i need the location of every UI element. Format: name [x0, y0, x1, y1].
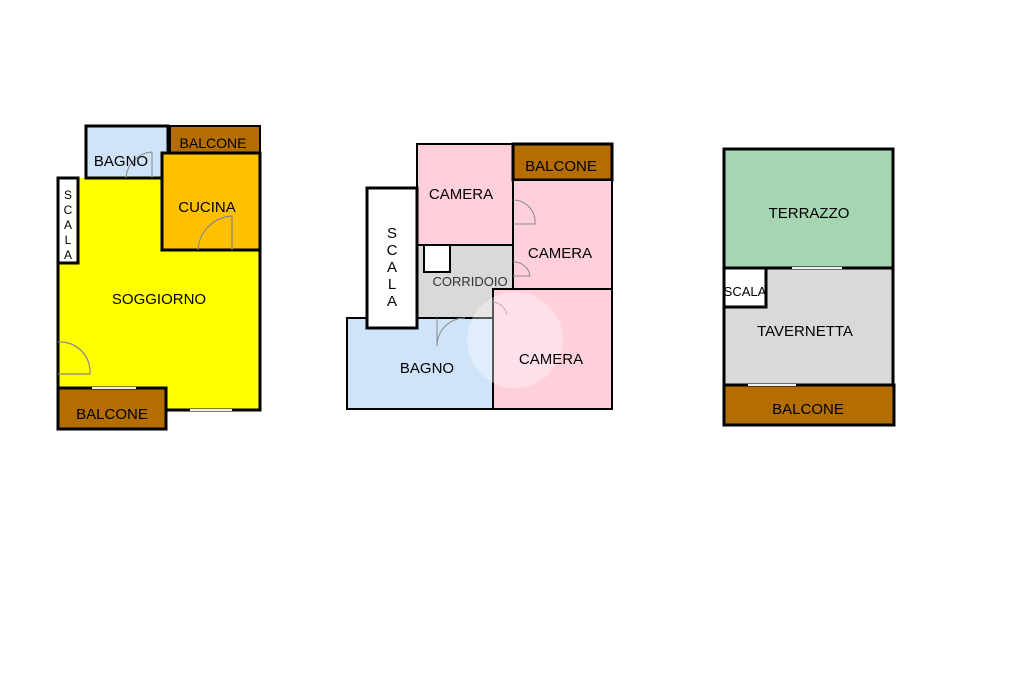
label-scala-2-a2: A [387, 293, 397, 310]
label-scala-2-l: L [388, 276, 396, 293]
room-bagno-1 [84, 124, 170, 180]
room-terrazzo [722, 147, 895, 270]
label-scala-1-s: S [64, 188, 72, 202]
label-scala-1-l: L [65, 233, 72, 247]
door-camera-mid [512, 199, 536, 225]
label-camera-bottom: CAMERA [519, 351, 583, 368]
label-cucina: CUCINA [178, 199, 236, 216]
label-balcone-3: BALCONE [772, 401, 844, 418]
room-corridoio-ext [493, 245, 513, 289]
label-balcone-1-top: BALCONE [180, 135, 247, 151]
label-tavernetta: TAVERNETTA [757, 323, 853, 340]
stair-3 [722, 266, 768, 309]
door-soggiorno [57, 341, 91, 375]
room-bagno-2 [346, 317, 494, 410]
room-soggiorno-ext [166, 250, 260, 410]
label-bagno-2: BAGNO [400, 360, 454, 377]
label-camera-top: CAMERA [429, 186, 493, 203]
watermark-circle [467, 292, 563, 388]
door-bagno-2 [436, 317, 466, 347]
room-balcone-3 [722, 383, 896, 427]
room-camera-mid [512, 179, 613, 290]
floor-1: BAGNO BALCONE CUCINA SOGGIORNO BALCONE S… [56, 124, 262, 431]
floor1-outline [56, 124, 262, 412]
label-scala-1-a2: A [64, 248, 72, 262]
label-bagno-1: BAGNO [94, 153, 148, 170]
label-soggiorno: SOGGIORNO [112, 291, 206, 308]
label-scala-3: SCALA [724, 284, 767, 299]
label-scala-2-a: A [387, 259, 397, 276]
stair-1 [56, 176, 80, 265]
door-cucina [197, 215, 233, 251]
floor2-outline [346, 143, 613, 410]
door-bagno-1 [125, 151, 153, 179]
room-balcone-1-bottom [56, 386, 168, 431]
label-scala-2-c: C [387, 242, 398, 259]
door-corridoio [512, 261, 531, 277]
stair-2-small [423, 244, 451, 273]
door-camera-bottom [492, 301, 508, 316]
room-camera-bottom [492, 288, 613, 410]
label-balcone-2: BALCONE [525, 158, 597, 175]
label-scala-2-s: S [387, 225, 397, 242]
label-balcone-1-bottom: BALCONE [76, 406, 148, 423]
floor-3: TERRAZZO SCALA TAVERNETTA BALCONE [722, 147, 896, 427]
label-scala-1-a: A [64, 218, 72, 232]
label-corridoio: CORRIDOIO [432, 274, 507, 289]
floor-2: CAMERA BALCONE CAMERA CORRIDOIO BAGNO CA… [346, 142, 614, 410]
stair-2 [365, 186, 419, 330]
label-terrazzo: TERRAZZO [769, 205, 850, 222]
label-scala-1-c: C [64, 203, 73, 217]
label-camera-mid: CAMERA [528, 245, 592, 262]
